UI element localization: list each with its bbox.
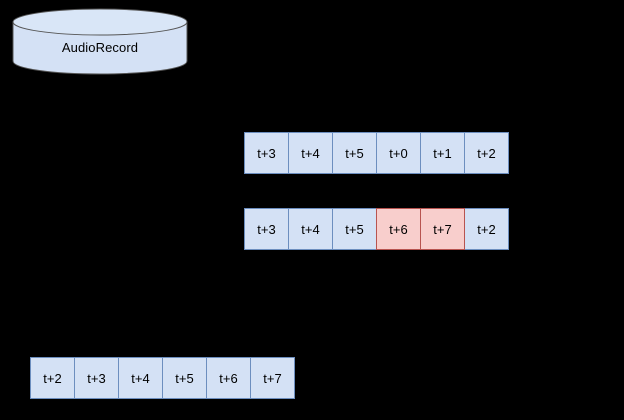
buffer-cell[interactable]: t+4	[118, 357, 163, 399]
buffer-cell[interactable]: t+4	[288, 132, 333, 174]
buffer-cell-label: t+0	[389, 145, 408, 161]
ring-buffer-row-bottom: t+2 t+3 t+4 t+5 t+6 t+7	[30, 357, 295, 399]
audiorecord-datastore[interactable]: AudioRecord	[12, 8, 188, 75]
ring-buffer-row-middle: t+3 t+4 t+5 t+6 t+7 t+2	[244, 208, 509, 250]
buffer-cell[interactable]: t+3	[244, 208, 289, 250]
buffer-cell[interactable]: t+5	[332, 132, 377, 174]
buffer-cell-label: t+5	[345, 221, 364, 237]
buffer-cell-label: t+2	[477, 145, 496, 161]
buffer-cell-label: t+1	[433, 145, 452, 161]
buffer-cell-label: t+3	[257, 221, 276, 237]
buffer-cell-label: t+4	[301, 145, 320, 161]
cylinder-icon	[12, 8, 188, 75]
buffer-cell[interactable]: t+3	[74, 357, 119, 399]
buffer-cell-label: t+7	[263, 370, 282, 386]
buffer-cell-label: t+6	[219, 370, 238, 386]
buffer-cell[interactable]: t+2	[464, 208, 509, 250]
buffer-cell-highlighted[interactable]: t+7	[420, 208, 465, 250]
buffer-cell[interactable]: t+7	[250, 357, 295, 399]
buffer-cell-label: t+5	[175, 370, 194, 386]
buffer-cell-label: t+3	[87, 370, 106, 386]
buffer-cell-label: t+2	[43, 370, 62, 386]
buffer-cell-label: t+5	[345, 145, 364, 161]
buffer-cell[interactable]: t+2	[464, 132, 509, 174]
buffer-cell-label: t+6	[389, 221, 408, 237]
ring-buffer-row-top: t+3 t+4 t+5 t+0 t+1 t+2	[244, 132, 509, 174]
buffer-cell-label: t+4	[301, 221, 320, 237]
buffer-cell[interactable]: t+2	[30, 357, 75, 399]
buffer-cell-label: t+2	[477, 221, 496, 237]
buffer-cell[interactable]: t+4	[288, 208, 333, 250]
buffer-cell[interactable]: t+0	[376, 132, 421, 174]
buffer-cell[interactable]: t+1	[420, 132, 465, 174]
buffer-cell-label: t+7	[433, 221, 452, 237]
buffer-cell-label: t+4	[131, 370, 150, 386]
buffer-cell[interactable]: t+5	[162, 357, 207, 399]
buffer-cell[interactable]: t+6	[206, 357, 251, 399]
buffer-cell-label: t+3	[257, 145, 276, 161]
buffer-cell-highlighted[interactable]: t+6	[376, 208, 421, 250]
buffer-cell[interactable]: t+3	[244, 132, 289, 174]
buffer-cell[interactable]: t+5	[332, 208, 377, 250]
